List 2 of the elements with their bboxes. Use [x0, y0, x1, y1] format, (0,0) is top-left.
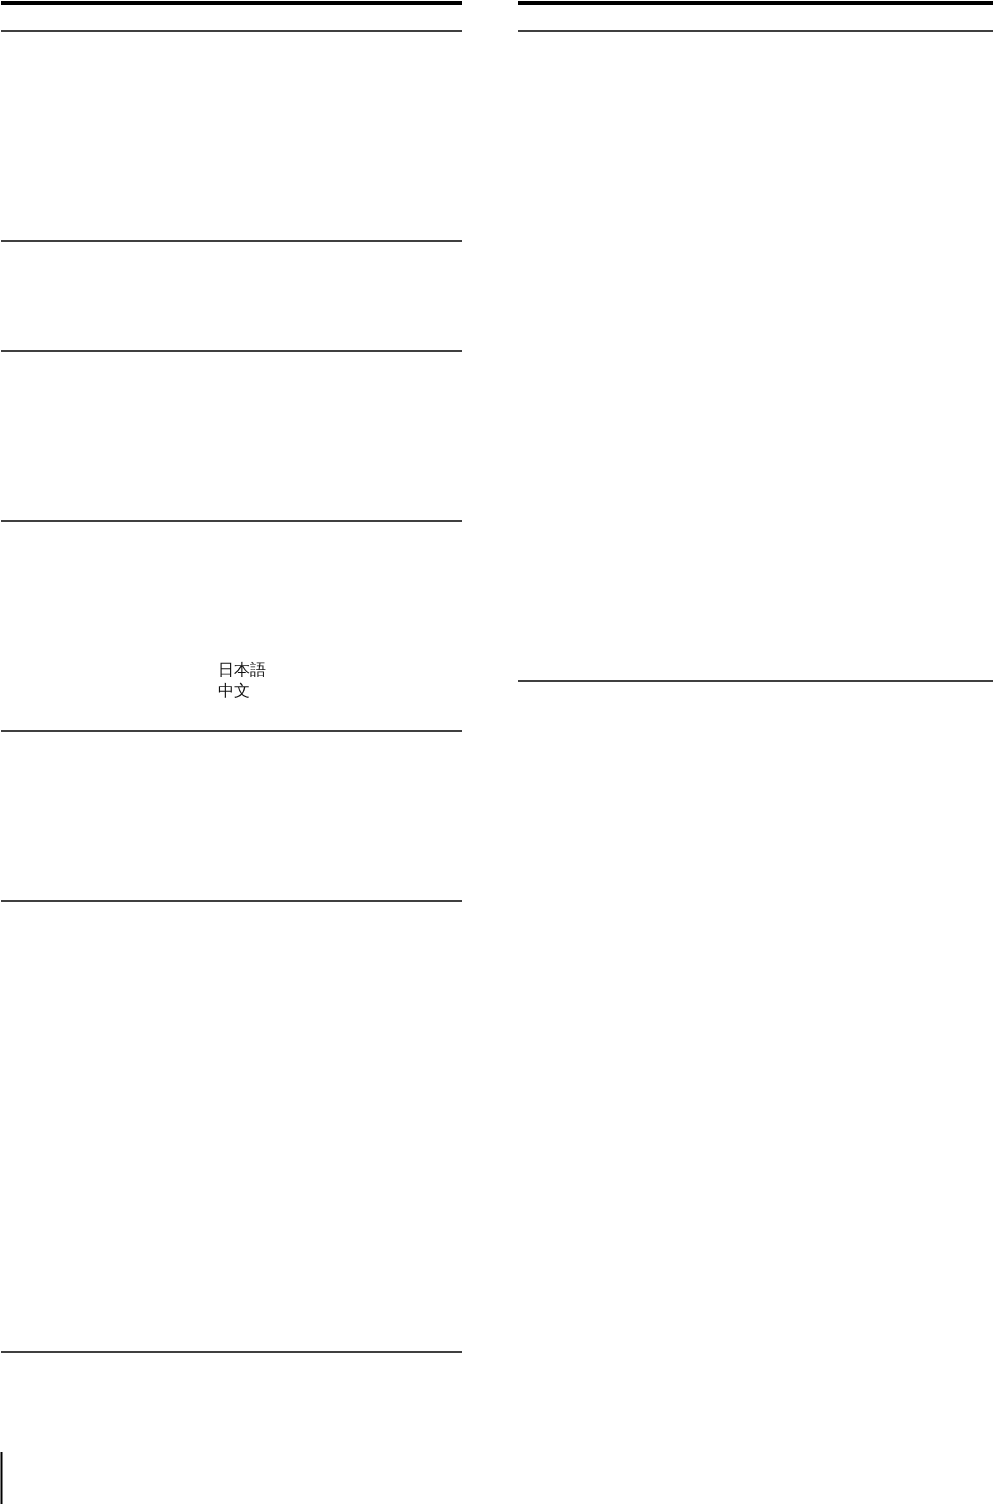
language-label: 日本語: [218, 660, 266, 680]
language-label: 中文: [218, 681, 250, 701]
